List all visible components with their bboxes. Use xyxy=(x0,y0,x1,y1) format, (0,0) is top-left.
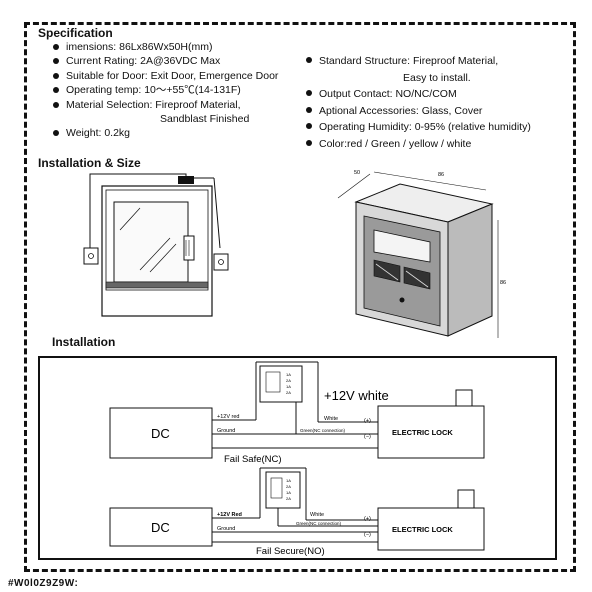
white-label-bottom: White xyxy=(310,512,324,518)
fail-safe-label: Fail Safe(NC) xyxy=(224,454,282,465)
plus-label-top: (+) xyxy=(364,418,371,424)
wiring-diagram-box xyxy=(38,356,557,560)
plus12v-label-top: +12V red xyxy=(217,414,239,420)
switch-bottom-term-3: 1A xyxy=(286,490,291,495)
spec-structure: Standard Structure: Fireproof Material, xyxy=(303,53,531,70)
voltage-callout: +12V white xyxy=(324,388,389,403)
electric-lock-top xyxy=(377,405,485,459)
spec-accessories: Aptional Accessories: Glass, Cover xyxy=(303,103,531,120)
plus-label-bottom: (+) xyxy=(364,516,371,522)
spec-operating-temp: Operating temp: 10～+55℃(14-131F) xyxy=(50,83,278,97)
switch-bottom-term-1: 1A xyxy=(286,478,291,483)
plus12v-label-bottom: +12V Red xyxy=(217,512,242,518)
switch-top-term-1: 1A xyxy=(286,372,291,377)
dim-depth-label: 50 xyxy=(354,170,360,176)
dashed-frame xyxy=(24,22,576,572)
spec-current-rating: Current Rating: 2A@36VDC Max xyxy=(50,54,278,68)
dim-height-label: 86 xyxy=(500,280,506,286)
minus-label-bottom: (−) xyxy=(364,532,371,538)
switch-bottom-term-4: 2A xyxy=(286,496,291,501)
spec-right-list: Standard Structure: Fireproof Material, … xyxy=(303,53,531,152)
dc-label-top: DC xyxy=(151,426,170,441)
switch-top-term-4: 2A xyxy=(286,390,291,395)
switch-top-term-3: 1A xyxy=(286,384,291,389)
dc-box-bottom xyxy=(109,507,213,547)
electric-lock-bottom xyxy=(377,507,485,551)
spec-door: Suitable for Door: Exit Door, Emergence … xyxy=(50,69,278,83)
ground-label-bottom: Ground xyxy=(217,526,235,532)
spec-material: Material Selection: Fireproof Material, xyxy=(50,98,278,112)
green-label-bottom: Green(NC connection) xyxy=(296,521,342,526)
door-drawing xyxy=(83,173,229,317)
spec-humidity: Operating Humidity: 0-95% (relative humi… xyxy=(303,119,531,136)
spec-material-cont: Sandblast Finished xyxy=(160,113,250,126)
specification-title: Specification xyxy=(38,26,113,40)
switch-top-term-2: 2A xyxy=(286,378,291,383)
spec-output-contact: Output Contact: NO/NC/COM xyxy=(303,86,531,103)
wiring-diagram: DC 1A 2A 1A 2A +12V red +12V white White… xyxy=(109,361,485,557)
footer-text: #W0l0Z9Z9W: xyxy=(8,578,79,589)
switch-bottom-term-2: 2A xyxy=(286,484,291,489)
lock-label-bottom: ELECTRIC LOCK xyxy=(392,525,453,534)
spec-color: Color:red / Green / yellow / white xyxy=(303,136,531,153)
installation-size-title: Installation & Size xyxy=(38,156,141,170)
spec-structure-cont: Easy to install. xyxy=(403,71,471,84)
lock-label-top: ELECTRIC LOCK xyxy=(392,428,453,437)
spec-weight: Weight: 0.2kg xyxy=(50,126,278,140)
installation-title: Installation xyxy=(52,335,116,349)
white-label-top: White xyxy=(324,416,338,422)
spec-dimensions: imensions: 86Lx86Wx50H(mm) xyxy=(50,40,278,54)
dc-box-top xyxy=(109,407,213,459)
spec-left-list: imensions: 86Lx86Wx50H(mm) Current Ratin… xyxy=(50,40,278,141)
ground-label-top: Ground xyxy=(217,428,235,434)
dc-label-bottom: DC xyxy=(151,520,170,535)
fail-secure-label: Fail Secure(NO) xyxy=(256,546,325,557)
green-label-top: Green(NC connection) xyxy=(300,428,346,433)
box-3d-drawing: 50 86 86 xyxy=(337,170,506,338)
dim-width-label: 86 xyxy=(438,172,444,178)
minus-label-top: (−) xyxy=(364,434,371,440)
